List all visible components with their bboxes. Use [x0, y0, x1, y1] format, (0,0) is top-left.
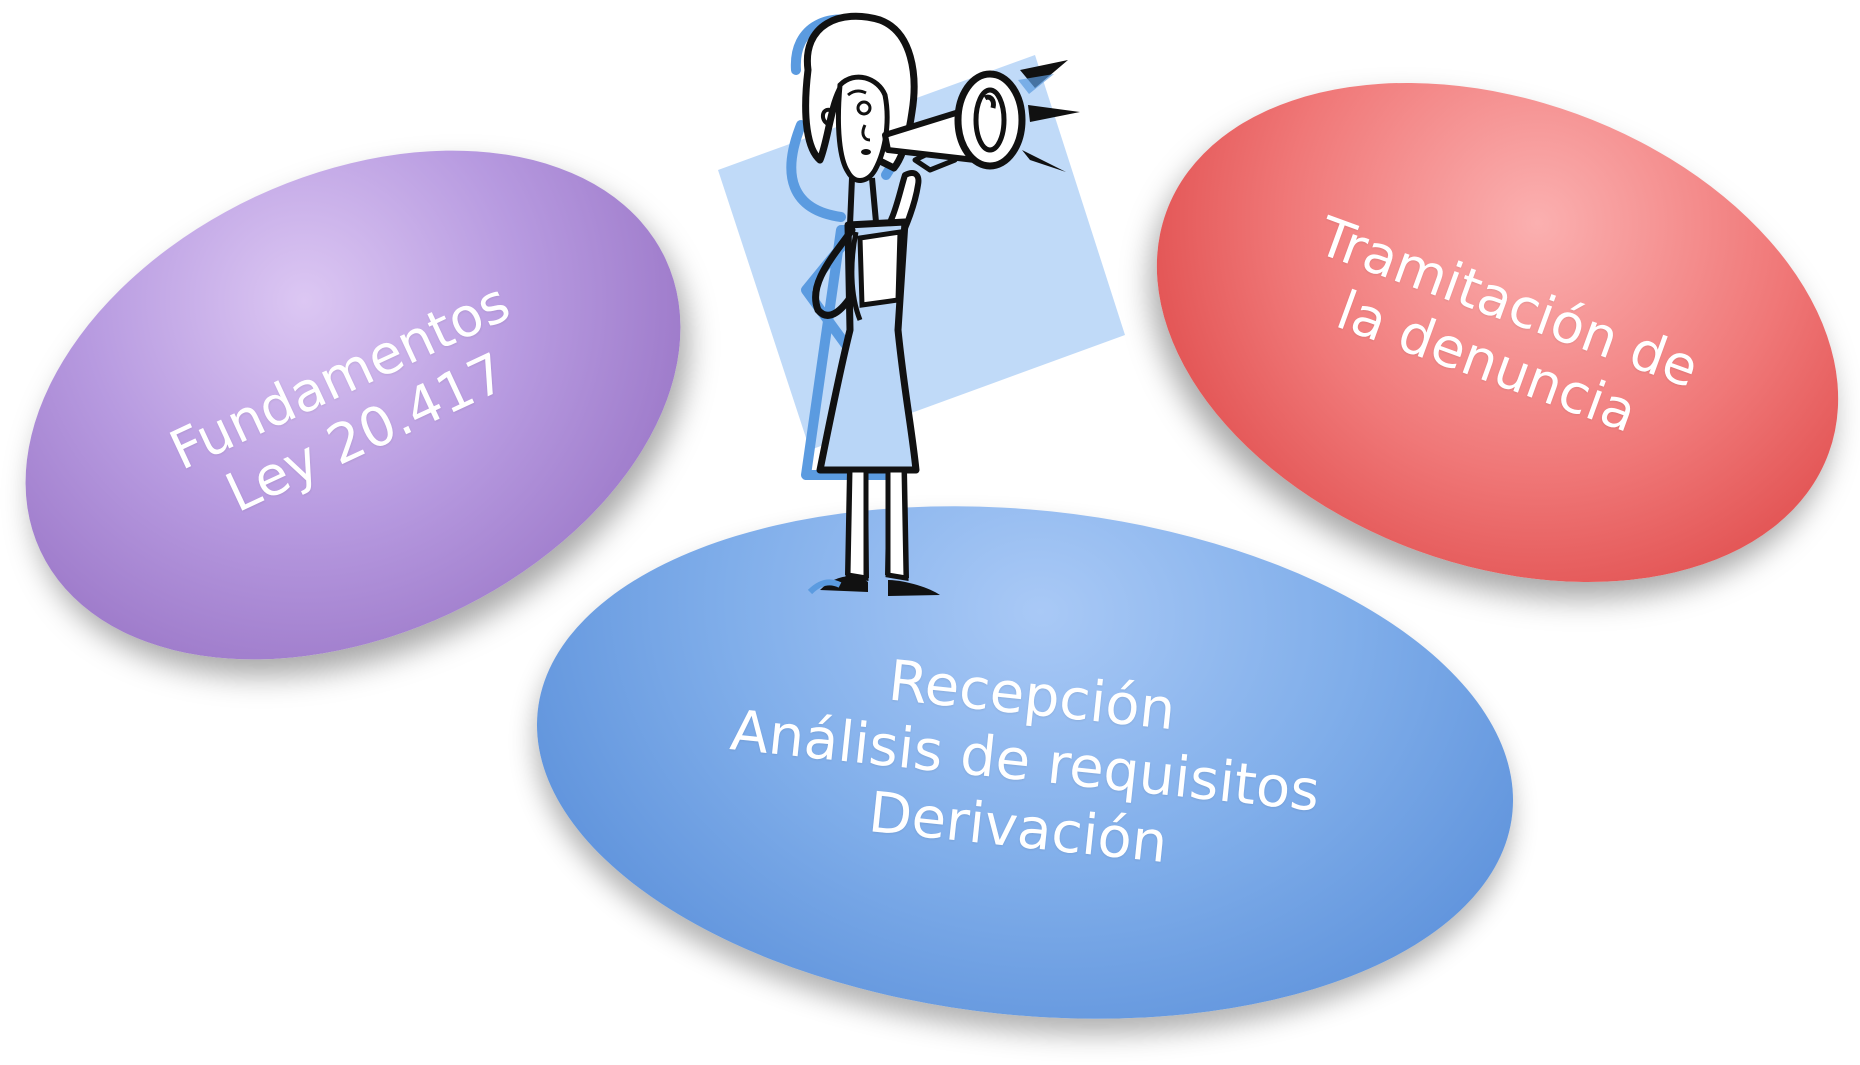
woman-megaphone-icon — [718, 12, 1125, 596]
